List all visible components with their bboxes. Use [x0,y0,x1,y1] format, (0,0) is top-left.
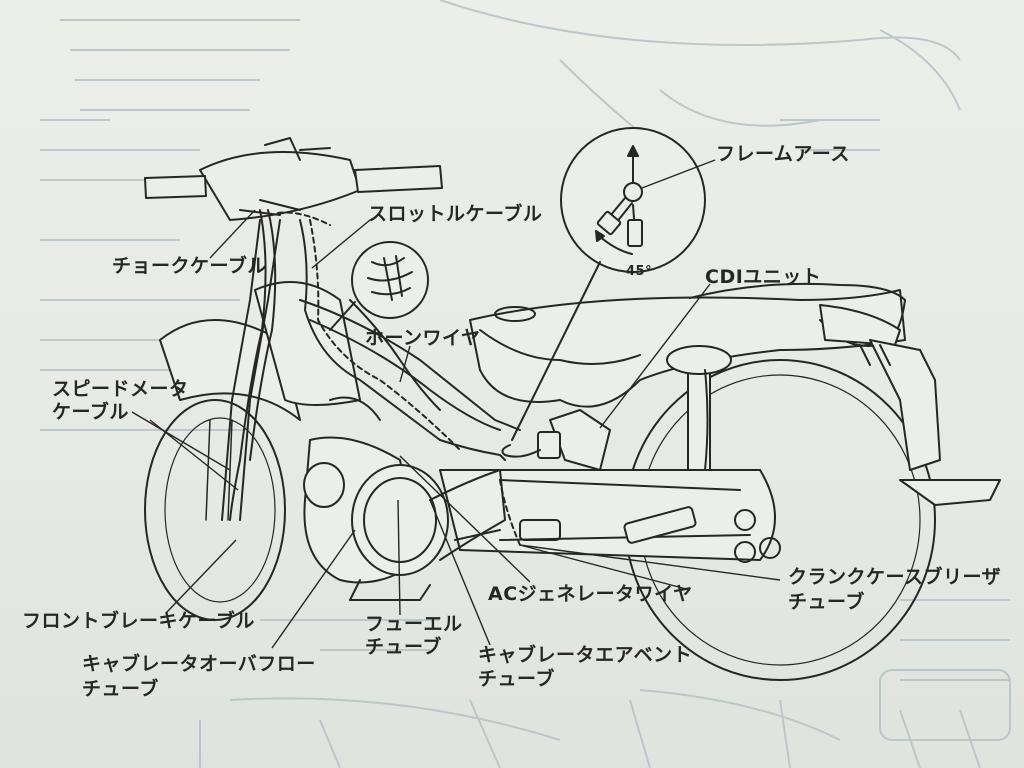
speedometer-cable-label-line1: スピードメータ [52,378,189,400]
fuel-tube-label-line2: チューブ [365,636,442,658]
motorcycle-drawing [144,127,1001,681]
ac-generator-wire-label: ACジェネレータワイヤ [488,583,693,605]
carb-overflow-tube-label-line2: チューブ [82,678,159,700]
fuel-tube-label-line1: フューエル [365,613,463,635]
crankcase-breather-tube-label-line2: チューブ [788,591,865,613]
horn-wire-label: ホーンワイヤ [365,327,481,349]
cdi-unit-label: CDIユニット [705,266,822,288]
speedometer-cable-label-line2: ケーブル [52,401,129,423]
carb-air-vent-tube-label-line1: キャブレータエアベント [478,644,693,666]
carb-air-vent-tube-label-line2: チューブ [478,668,555,690]
carb-overflow-tube-label-line1: キャブレータオーバフロー [82,653,316,675]
throttle-cable-label: スロットルケーブル [368,203,543,225]
front-brake-cable-label: フロントブレーキケーブル [22,610,255,632]
angle-label: 45° [626,264,653,279]
leader-lines [131,159,781,649]
crankcase-breather-tube-label-line1: クランクケースブリーザ [788,566,1002,588]
bleed-through-art [40,0,1011,768]
choke-cable-label: チョークケーブル [112,255,267,277]
frame-earth-label: フレームアース [716,143,850,165]
